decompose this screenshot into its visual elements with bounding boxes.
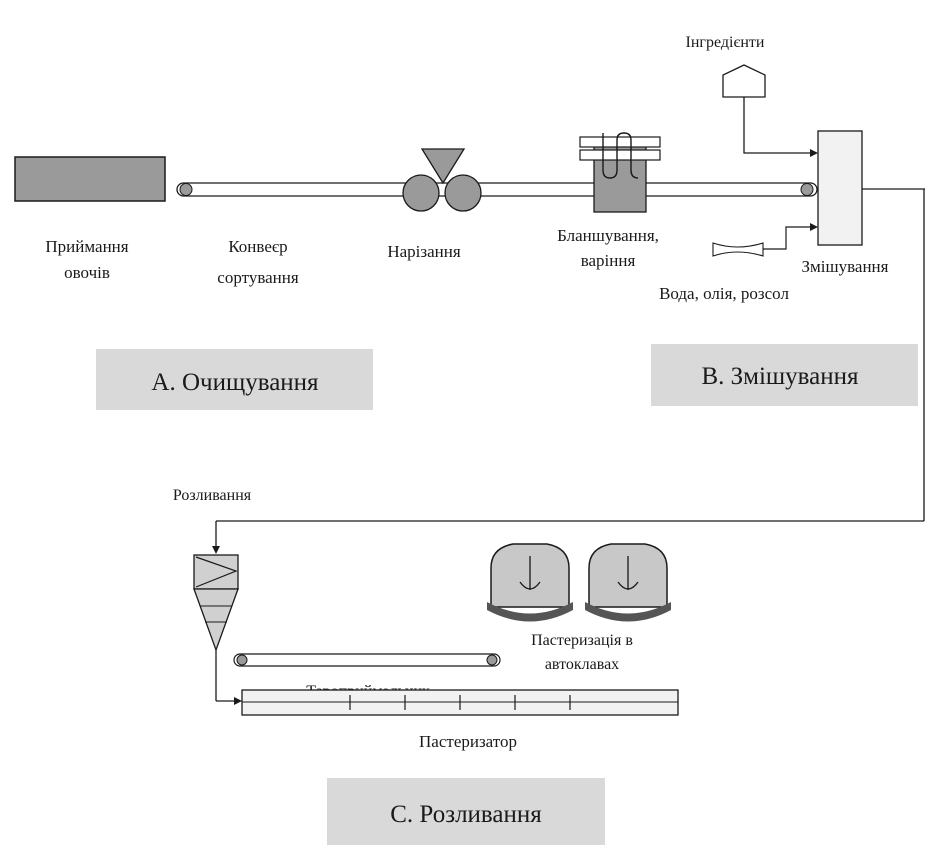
- stage-c-box: [327, 778, 605, 845]
- stage-a-label: А. Очищування: [151, 369, 319, 396]
- ingredients-hopper: [722, 64, 766, 98]
- mixer-tank: [817, 130, 863, 246]
- autoclave-2: [585, 543, 671, 622]
- filling-label: Розливання: [173, 487, 252, 504]
- product-line-arrow: [212, 546, 220, 554]
- autoclave-label-1: Пастеризація в: [531, 632, 633, 649]
- blancher-coil-bottom: [579, 149, 661, 161]
- stage-b-label: В. Змішування: [701, 363, 859, 390]
- conveyor-label-1: Конвеєр: [228, 237, 287, 256]
- ingredients-arrow: [810, 149, 818, 157]
- cutter-hopper: [420, 148, 466, 185]
- water-oil-brine-label: Вода, олія, розсол: [659, 284, 789, 303]
- sorting-conveyor: [176, 182, 818, 197]
- blanching-label-2: варіння: [581, 251, 636, 270]
- container-roller-left: [236, 654, 248, 666]
- conveyor-roller-left: [179, 183, 193, 196]
- blanching-label-1: Бланшування,: [557, 226, 659, 245]
- conveyor-label-2: сортування: [217, 268, 299, 287]
- mixing-label: Змішування: [802, 257, 889, 276]
- cutter-roller-left: [402, 174, 440, 212]
- autoclave-1: [487, 543, 573, 622]
- filler-zigzag: [195, 556, 238, 588]
- brine-arrow: [810, 223, 818, 231]
- ingredients-pipe: [743, 97, 812, 154]
- filler-to-pasteurizer-arrow: [234, 697, 242, 705]
- ingredients-label: Інгредієнти: [686, 34, 765, 51]
- stage-b-box: [651, 344, 918, 406]
- container-receiver: [233, 653, 501, 667]
- cutting-label: Нарізання: [387, 242, 461, 261]
- conveyor-roller-right: [800, 183, 814, 196]
- blancher-coil: [602, 132, 639, 179]
- reception-hopper: [14, 156, 166, 202]
- cutter-roller-right: [444, 174, 482, 212]
- filler-body: [193, 554, 239, 590]
- autoclave-label-2: автоклавах: [545, 656, 619, 673]
- blancher-coil-top: [579, 136, 661, 148]
- filler-cone: [193, 588, 239, 652]
- pasteurizer-label: Пастеризатор: [419, 732, 517, 751]
- reception-label-1: Приймання: [45, 237, 128, 256]
- reception-label-2: овочів: [64, 263, 110, 282]
- container-roller-right: [486, 654, 498, 666]
- brine-pipe: [763, 226, 812, 250]
- stage-c-label: С. Розливання: [390, 801, 542, 828]
- stage-a-box: [96, 349, 373, 410]
- brine-tank: [712, 242, 764, 257]
